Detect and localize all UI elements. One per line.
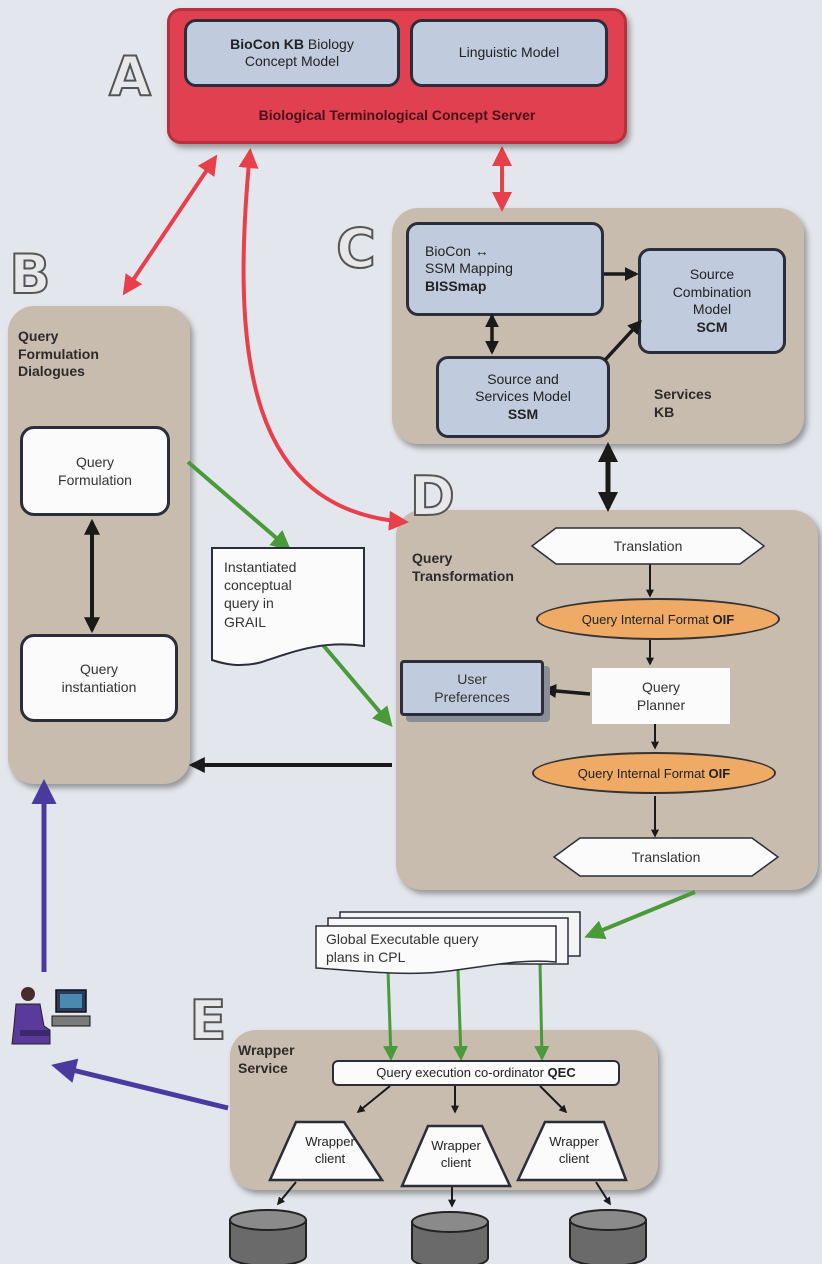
oif-bottom-acronym: OIF xyxy=(708,765,731,781)
section-label-a: A xyxy=(108,45,152,108)
query-dialogues-title: Query Formulation Dialogues xyxy=(18,328,99,381)
services-kb-title-line1: Services xyxy=(654,386,712,402)
query-transformation-title-line2: Transformation xyxy=(412,567,514,584)
section-label-c: C xyxy=(335,217,377,280)
wrapper-client-3-line2: client xyxy=(558,1150,590,1166)
query-planner-line2: Planner xyxy=(636,697,686,713)
arrow-formulation-grail xyxy=(186,460,292,551)
scm-line2: Combination xyxy=(672,283,752,300)
ssm-name: SSM xyxy=(507,405,539,422)
wrapper-service-title-line2: Service xyxy=(238,1059,288,1076)
database-3 xyxy=(569,1209,647,1264)
translation-bottom: Translation xyxy=(631,849,701,865)
arrow-server-dialogues xyxy=(122,154,218,296)
query-transformation-title: Query Transformation xyxy=(412,550,514,585)
query-dialogues-title-line2: Formulation xyxy=(18,345,99,362)
query-instantiation-box: Query instantiation xyxy=(20,634,178,722)
database-2 xyxy=(411,1211,489,1264)
oif-top-label: Query Internal Format xyxy=(581,611,713,627)
services-kb-title: Services KB xyxy=(654,386,712,421)
grail-doc-line2: conceptual xyxy=(224,577,292,594)
query-formulation-line2: Formulation xyxy=(58,472,132,488)
grail-doc-line1: Instantiated xyxy=(224,559,297,575)
wrapper-client-1-line2: client xyxy=(314,1150,346,1166)
wrapper-client-2-line2: client xyxy=(440,1154,472,1170)
scm-line3: Model xyxy=(692,301,732,317)
biocon-kb-box: BioCon KB Biology Concept Model xyxy=(184,19,400,87)
arrow-wrapper-user xyxy=(51,1058,229,1111)
qec-acronym: QEC xyxy=(547,1065,576,1080)
bissmap-name: BISSmap xyxy=(425,277,487,294)
query-dialogues-panel: Query Formulation Dialogues Query Formul… xyxy=(8,306,190,784)
query-formulation-box: Query Formulation xyxy=(20,426,170,516)
plans-doc-line2: plans in CPL xyxy=(326,949,406,966)
user-computer-icon xyxy=(11,987,91,1045)
wrapper-client-3-line1: Wrapper xyxy=(549,1134,599,1149)
services-kb-panel: BioCon ↔ SSM Mapping BISSmap Source Comb… xyxy=(392,208,804,444)
services-kb-title-line2: KB xyxy=(654,403,675,420)
grail-doc-line3: query in xyxy=(224,595,274,612)
bissmap-line1: BioCon ↔ xyxy=(425,242,489,259)
wrapper-service-title-line1: Wrapper xyxy=(238,1042,295,1058)
grail-doc-line4: GRAIL xyxy=(224,613,267,630)
oif-top-acronym: OIF xyxy=(712,611,735,627)
scm-line1: Source xyxy=(689,266,735,282)
qec-label: Query execution co-ordinator xyxy=(376,1065,548,1080)
qec-box: Query execution co-ordinator QEC xyxy=(332,1060,620,1086)
executable-plans-doc: Global Executable query plans in CPL xyxy=(326,930,554,966)
oif-bottom-oval: Query Internal Format OIF xyxy=(532,752,776,794)
translation-top: Translation xyxy=(613,538,683,554)
query-planner-line1: Query xyxy=(641,678,681,695)
user-preferences-box: User Preferences xyxy=(400,660,544,716)
wrapper-service-title: Wrapper Service xyxy=(238,1042,295,1077)
wrapper-client-3: Wrapper client xyxy=(524,1134,624,1168)
oif-bottom-label: Query Internal Format xyxy=(577,765,709,781)
biocon-kb-name: BioCon KB xyxy=(230,35,305,52)
arrow-transformation-plans xyxy=(584,890,696,940)
ssm-line2: Services Model xyxy=(475,388,571,405)
wrapper-client-2-line1: Wrapper xyxy=(431,1138,481,1153)
plans-doc-line1: Global Executable query xyxy=(326,931,479,947)
concept-server-title: Biological Terminological Concept Server xyxy=(258,107,536,123)
query-transformation-title-line1: Query xyxy=(412,550,453,566)
wrapper-client-2: Wrapper client xyxy=(406,1138,506,1172)
user-preferences-line2: Preferences xyxy=(434,689,510,705)
grail-query-doc: Instantiated conceptual query in GRAIL xyxy=(214,548,362,641)
concept-server-panel: BioCon KB Biology Concept Model Linguist… xyxy=(167,8,627,144)
section-label-b: B xyxy=(8,243,51,306)
query-instantiation-line2: instantiation xyxy=(61,679,137,695)
query-formulation-line1: Query xyxy=(75,453,115,470)
query-planner-box: Query Planner xyxy=(592,668,730,724)
wrapper-client-1-line1: Wrapper xyxy=(305,1134,355,1149)
user-preferences-line1: User xyxy=(457,670,487,687)
biocon-kb-suffix: Biology xyxy=(304,35,354,52)
database-1 xyxy=(229,1209,307,1264)
ssm-box: Source and Services Model SSM xyxy=(436,356,610,438)
bissmap-line2: SSM Mapping xyxy=(425,260,513,277)
linguistic-model-label: Linguistic Model xyxy=(458,44,560,61)
biocon-kb-line2: Concept Model xyxy=(244,53,340,69)
arrow-server-transformation xyxy=(238,148,409,531)
ssm-line1: Source and xyxy=(487,370,559,387)
scm-box: Source Combination Model SCM xyxy=(638,248,786,354)
query-instantiation-line1: Query xyxy=(79,660,119,677)
section-label-d: D xyxy=(409,465,456,528)
scm-name: SCM xyxy=(696,318,728,335)
oif-top-oval: Query Internal Format OIF xyxy=(536,598,780,640)
query-dialogues-title-line3: Dialogues xyxy=(18,363,85,379)
query-dialogues-title-line1: Query xyxy=(18,328,59,344)
wrapper-client-1: Wrapper client xyxy=(280,1134,380,1168)
section-label-e: E xyxy=(189,989,228,1052)
arrow-grail-transformation xyxy=(310,630,393,728)
linguistic-model-box: Linguistic Model xyxy=(410,19,608,87)
bissmap-box: BioCon ↔ SSM Mapping BISSmap xyxy=(406,222,604,316)
